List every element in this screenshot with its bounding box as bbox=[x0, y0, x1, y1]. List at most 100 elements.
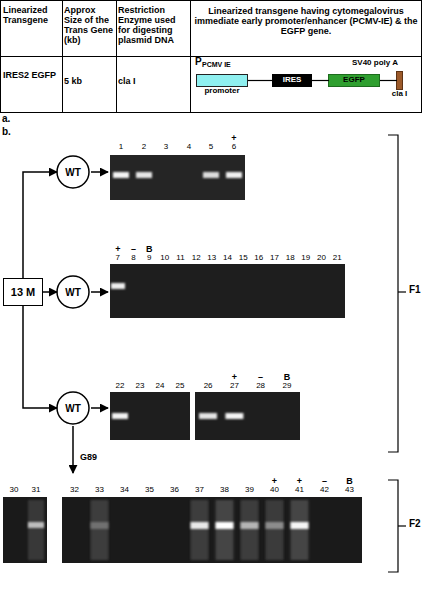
lane-marker: – bbox=[253, 372, 269, 382]
lane-number: 40 bbox=[263, 486, 287, 495]
lane-number: 7 bbox=[106, 254, 130, 263]
gel-image bbox=[3, 497, 362, 563]
gel-band bbox=[111, 283, 125, 289]
lane-number: 19 bbox=[294, 254, 318, 263]
node-label: IRES bbox=[273, 75, 311, 86]
lane-number: 37 bbox=[188, 486, 212, 495]
lane-marker: – bbox=[317, 476, 333, 486]
table-cell: 5 kb bbox=[64, 76, 115, 86]
gel-band bbox=[226, 172, 242, 178]
node-label: 13 M bbox=[4, 279, 42, 305]
node-label: WT bbox=[56, 391, 90, 425]
pointer-arrows bbox=[73, 172, 108, 473]
wild-type-circle: WT bbox=[56, 275, 90, 309]
panel-letter: a. bbox=[2, 113, 26, 124]
gel-background bbox=[110, 264, 345, 318]
lane-number: 42 bbox=[313, 486, 337, 495]
wild-type-circle: WT bbox=[56, 391, 90, 425]
gel-image bbox=[110, 155, 245, 200]
gel-band bbox=[136, 172, 152, 178]
table-grid bbox=[1, 1, 422, 113]
lane-number: 13 bbox=[200, 254, 224, 263]
gel-background bbox=[195, 392, 300, 440]
gel-band bbox=[241, 522, 259, 529]
gel-smear bbox=[266, 500, 284, 560]
node-label: EGFP bbox=[329, 75, 379, 86]
gel-smear bbox=[91, 500, 109, 560]
table-border bbox=[1, 1, 422, 113]
generation-label: F2 bbox=[409, 518, 423, 529]
lane-number: 25 bbox=[168, 382, 192, 391]
lane-marker: + bbox=[110, 244, 126, 254]
lane-number: 1 bbox=[109, 143, 133, 152]
lane-number: 26 bbox=[196, 382, 220, 391]
lane-number: 3 bbox=[154, 143, 178, 152]
line-label: G89 bbox=[80, 452, 114, 462]
gel-band bbox=[291, 522, 309, 529]
node-label: cla I bbox=[392, 90, 408, 99]
table-rule bbox=[1, 56, 422, 57]
promoter-box: promoter bbox=[196, 74, 248, 87]
polya-label: SV40 poly A bbox=[352, 59, 420, 68]
founder-box: 13 M bbox=[3, 278, 43, 306]
table-cell: IRES2 EGFP bbox=[3, 70, 61, 80]
lane-number: 39 bbox=[238, 486, 262, 495]
gel-background bbox=[110, 155, 245, 200]
gel-band bbox=[203, 172, 219, 178]
lane-number: 30 bbox=[2, 486, 26, 495]
backbone-line bbox=[380, 80, 397, 81]
gel-smear bbox=[291, 500, 309, 560]
lane-number: 33 bbox=[88, 486, 112, 495]
pointer-arrow bbox=[91, 171, 108, 173]
lane-number: 23 bbox=[128, 382, 152, 391]
gel-band bbox=[113, 172, 129, 178]
lane-number: 20 bbox=[310, 254, 334, 263]
circle-shape bbox=[57, 156, 89, 188]
lane-number: 2 bbox=[132, 143, 156, 152]
lane-number: 21 bbox=[325, 254, 349, 263]
node-label: promoter bbox=[204, 87, 239, 96]
gel-band bbox=[225, 413, 243, 419]
lineage-arrow bbox=[23, 172, 57, 278]
lane-number: 8 bbox=[122, 254, 146, 263]
wild-type-circle: WT bbox=[56, 155, 90, 189]
backbone-line bbox=[312, 80, 329, 81]
bracket-tick bbox=[398, 291, 406, 292]
lane-number: 11 bbox=[169, 254, 193, 263]
site-box: cla I bbox=[396, 71, 403, 90]
brackets bbox=[388, 135, 406, 572]
lane-number: 36 bbox=[163, 486, 187, 495]
gel-background bbox=[62, 497, 362, 563]
table-header: Linearized Transgene bbox=[3, 5, 61, 25]
backbone-line bbox=[248, 80, 273, 81]
lane-number: 29 bbox=[275, 382, 299, 391]
lane-marker: – bbox=[126, 244, 142, 254]
lane-number: 35 bbox=[138, 486, 162, 495]
table-cell: cla I bbox=[118, 76, 189, 86]
lane-number: 12 bbox=[184, 254, 208, 263]
circle-shape bbox=[57, 392, 89, 424]
gel-background bbox=[3, 497, 47, 563]
connectors bbox=[23, 81, 397, 409]
node-label: WT bbox=[56, 155, 90, 189]
gel-smear bbox=[241, 500, 259, 560]
lane-number: 6 bbox=[222, 143, 246, 152]
lane-marker: B bbox=[342, 476, 358, 486]
table-header: Restriction Enzyme used for digesting pl… bbox=[118, 5, 189, 45]
lane-number: 24 bbox=[148, 382, 172, 391]
lane-marker: B bbox=[279, 372, 295, 382]
gel-band bbox=[28, 522, 44, 528]
lane-number: 4 bbox=[177, 143, 201, 152]
gel-band bbox=[199, 413, 217, 419]
lane-marker: + bbox=[226, 372, 242, 382]
lane-marker: + bbox=[292, 476, 308, 486]
gel-band bbox=[91, 522, 109, 529]
gel-smear bbox=[191, 500, 209, 560]
pointer-arrow bbox=[72, 426, 74, 473]
gel-band bbox=[266, 522, 284, 529]
gel-band bbox=[216, 522, 234, 529]
pointer-arrow bbox=[91, 291, 108, 293]
ires-box: IRES bbox=[272, 74, 312, 87]
lane-number: 14 bbox=[216, 254, 240, 263]
